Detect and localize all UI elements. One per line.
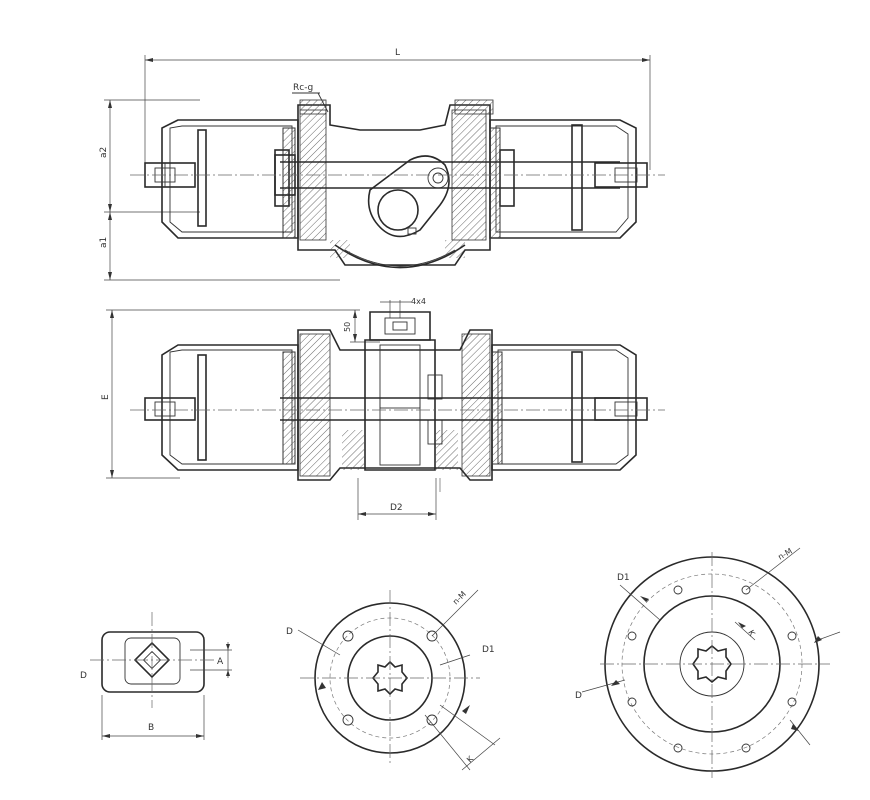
label-D1-large: D1	[617, 573, 630, 583]
key-4x4-callout: 4x4	[380, 297, 426, 318]
actuator-middle-section-view: E 50 4x4	[101, 297, 665, 520]
label-D-middle: D	[286, 627, 293, 637]
dimension-50: 50	[343, 310, 380, 343]
label-L: L	[395, 48, 400, 58]
label-4x4: 4x4	[411, 297, 426, 306]
flange-8-hole-view: D1 n-M K D	[575, 546, 841, 778]
dimension-E: E	[101, 309, 360, 479]
square-drive-view: A B D	[80, 612, 232, 740]
label-a2: a2	[99, 147, 109, 158]
dimension-D2: D2	[357, 478, 437, 520]
label-D2: D2	[390, 503, 403, 513]
label-nM-middle: n-M	[451, 589, 468, 606]
actuator-top-section-view: L a2 a1 Rc-g	[99, 48, 665, 281]
label-B: B	[148, 723, 154, 733]
label-A: A	[217, 657, 224, 667]
label-a1: a1	[99, 237, 109, 248]
label-K-large: K	[746, 629, 757, 639]
label-K-middle: K	[465, 754, 476, 765]
label-Rcg: Rc-g	[293, 83, 313, 93]
label-D-square: D	[80, 671, 87, 681]
label-D1-middle: D1	[482, 645, 495, 655]
flange-4-hole-view: n-M D D1 K	[286, 589, 501, 771]
label-D-large: D	[575, 691, 582, 701]
label-E: E	[101, 394, 111, 400]
label-50: 50	[343, 322, 352, 332]
dimension-a2-a1: a2 a1	[99, 99, 340, 281]
dimension-L: L	[144, 48, 651, 170]
